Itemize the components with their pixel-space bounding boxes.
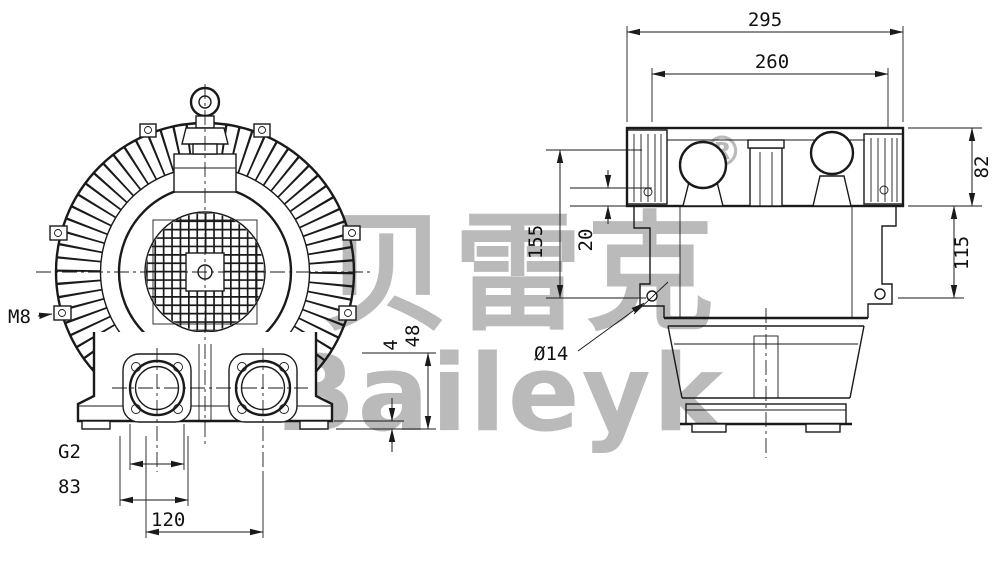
dim-120: 120 [145, 436, 264, 538]
front-view: M8 G2 83 120 48 [8, 84, 436, 538]
foot-pad-right [299, 420, 329, 430]
cone-right [812, 175, 852, 207]
dim-dia14-label: Ø14 [534, 343, 568, 365]
foot-pad-left [81, 420, 111, 430]
dim-4: 4 [334, 339, 404, 452]
dim-120-label: 120 [151, 509, 185, 531]
side-view: 295 260 82 115 155 [525, 9, 993, 458]
dim-20: 20 [570, 170, 652, 251]
dim-4-label: 4 [380, 339, 402, 350]
dim-295: 295 [626, 9, 904, 122]
dim-83: 83 [58, 436, 189, 506]
dim-48: 48 [336, 325, 436, 430]
dome-cap-left [678, 140, 728, 190]
dim-dia14: Ø14 [534, 281, 669, 365]
housing-lugs [49, 123, 361, 321]
dim-295-label: 295 [748, 9, 782, 31]
watermark: 贝雷克 ® Baileyk [275, 127, 743, 455]
front-centerlines [36, 84, 374, 472]
dim-155: 155 [525, 149, 646, 299]
watermark-latin-text: Baileyk [275, 332, 726, 455]
dim-155-label: 155 [525, 225, 547, 259]
dim-82-label: 82 [971, 156, 993, 179]
top-cover-section [625, 126, 905, 208]
dome-cap-right [809, 130, 855, 176]
dim-20-label: 20 [575, 229, 597, 252]
dim-115-label: 115 [951, 236, 973, 270]
dim-82: 82 [908, 127, 993, 207]
watermark-cjk-text: 贝雷克 [322, 200, 718, 349]
dim-m8-label: M8 [8, 306, 31, 328]
dim-m8: M8 [8, 306, 53, 328]
center-stack [747, 139, 785, 207]
dim-260: 260 [651, 51, 889, 128]
dim-48-label: 48 [402, 325, 424, 348]
mount-hole-left [646, 290, 658, 302]
ribbed-cap-left [626, 129, 668, 205]
dim-83-label: 83 [58, 476, 81, 498]
dim-115: 115 [898, 205, 973, 299]
dim-g2-label: G2 [58, 441, 81, 463]
mount-hole-right [874, 288, 886, 300]
dim-g2: G2 [58, 424, 185, 470]
dim-260-label: 260 [755, 51, 789, 73]
ribbed-cap-right [863, 133, 904, 205]
